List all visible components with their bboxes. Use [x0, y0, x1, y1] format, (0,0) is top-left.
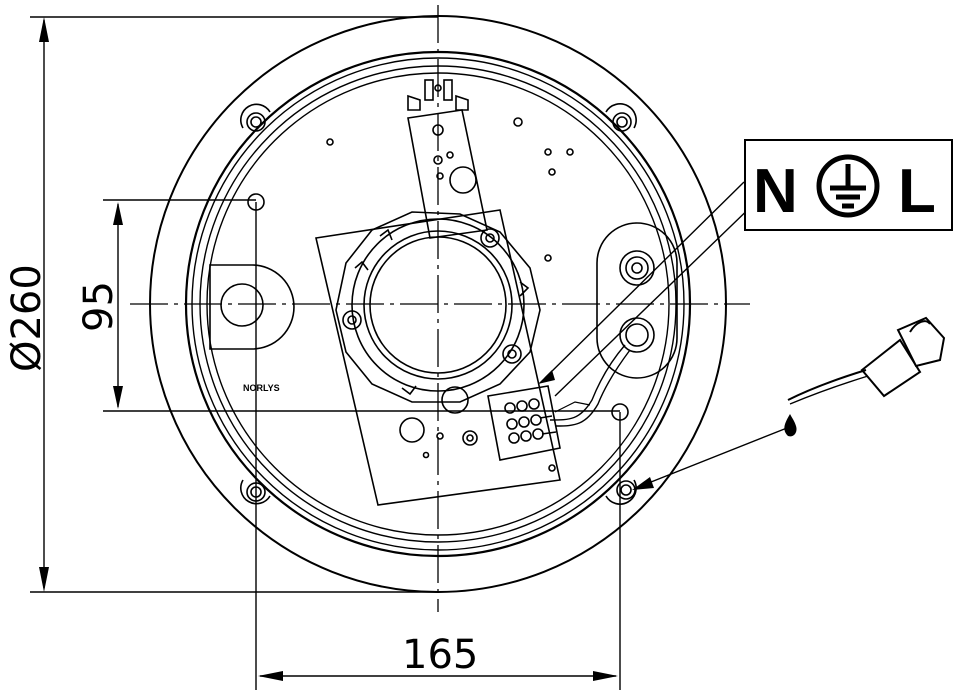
brand-label: NORLYS	[243, 383, 280, 393]
terminal-block	[487, 385, 561, 461]
neutral-label: N	[753, 157, 798, 226]
disc-holes	[247, 117, 629, 421]
terminal-symbol-box: N L	[744, 139, 953, 231]
live-label: L	[898, 157, 936, 226]
cable-entry-boss	[596, 222, 678, 379]
arrowheads	[39, 17, 654, 681]
vertical-spacing-label: 95	[76, 281, 122, 332]
mounting-lug-bottom-right	[605, 479, 637, 505]
cable	[549, 344, 631, 427]
oil-can-icon	[784, 316, 946, 437]
horizontal-spacing-label: 165	[402, 632, 478, 678]
mounting-lug-top-right	[605, 103, 637, 132]
dimension-lines	[30, 16, 793, 690]
left-boss	[209, 264, 295, 350]
lower-plate-details	[399, 386, 556, 472]
protective-earth-icon	[816, 154, 880, 218]
diameter-label: Ø260	[4, 264, 50, 372]
mounting-lug-top-left	[240, 103, 271, 132]
centerlines	[130, 5, 750, 612]
